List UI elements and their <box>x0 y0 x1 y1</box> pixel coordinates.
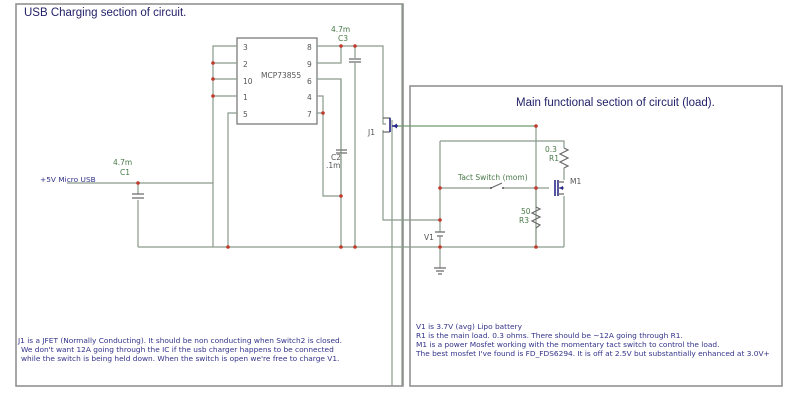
jfet-j1 <box>383 117 398 133</box>
ic-pin-right: 8 <box>307 43 312 52</box>
c3-value: 4.7m <box>331 25 350 34</box>
tact-switch <box>490 182 504 189</box>
ic-pin-right: 6 <box>307 77 312 86</box>
capacitor-c2 <box>336 79 347 196</box>
c1-ref: C1 <box>120 168 130 177</box>
usb-section-box <box>15 3 404 387</box>
capacitor-c3 <box>349 58 361 63</box>
r1-value: 0.3 <box>545 145 557 154</box>
mosfet-m1 <box>554 180 564 196</box>
v1-ref: V1 <box>424 233 434 242</box>
usb-input-label: +5V Micro USB <box>40 175 96 184</box>
ground-icon <box>434 267 446 275</box>
r3-ref: R3 <box>519 216 529 225</box>
usb-section-title: USB Charging section of circuit. <box>24 7 186 19</box>
main-section-title: Main functional section of circuit (load… <box>516 97 715 109</box>
ic-mcp73855: MCP73855 3 2 10 1 5 8 9 6 4 7 <box>236 37 318 125</box>
ic-pin-left: 1 <box>243 93 248 102</box>
ic-pin-right: 9 <box>307 60 312 69</box>
usb-note-line: J1 is a JFET (Normally Conducting). It s… <box>17 336 342 345</box>
main-note-line: V1 is 3.7V (avg) Lipo battery <box>416 322 523 331</box>
tact-switch-label: Tact Switch (mom) <box>457 173 528 182</box>
ic-name: MCP73855 <box>261 71 301 80</box>
ic-pin-left: 2 <box>243 60 248 69</box>
usb-wiring <box>67 4 564 386</box>
c1-value: 4.7m <box>113 158 132 167</box>
junction-dots <box>136 44 538 249</box>
usb-note-line: while the switch is being held down. Whe… <box>21 354 339 363</box>
ic-pin-left: 3 <box>243 43 248 52</box>
main-section-box <box>409 85 783 387</box>
main-note-line: M1 is a power Mosfet working with the mo… <box>416 340 719 349</box>
r3-value: 50 <box>521 207 531 216</box>
resistor-r1 <box>558 147 570 169</box>
ic-pin-left: 10 <box>243 77 253 86</box>
ic-pin-left: 5 <box>243 110 248 119</box>
battery-v1 <box>435 231 445 240</box>
ic-pin-right: 7 <box>307 110 312 119</box>
capacitor-c1 <box>132 193 144 199</box>
m1-ref: M1 <box>570 177 581 186</box>
usb-note-line: We don't want 12A going through the IC i… <box>21 345 334 354</box>
ic-pin-right: 4 <box>307 93 312 102</box>
c3-ref: C3 <box>338 34 348 43</box>
main-note-line: The best mosfet I've found is FD_FDS6294… <box>415 349 770 358</box>
j1-ref: J1 <box>367 128 375 137</box>
c2-value: .1m <box>326 161 340 170</box>
resistor-r3 <box>530 206 542 229</box>
c2-ref: C2 <box>331 153 341 162</box>
main-note-line: R1 is the main load. 0.3 ohms. There sho… <box>416 331 683 340</box>
r1-ref: R1 <box>549 154 559 163</box>
